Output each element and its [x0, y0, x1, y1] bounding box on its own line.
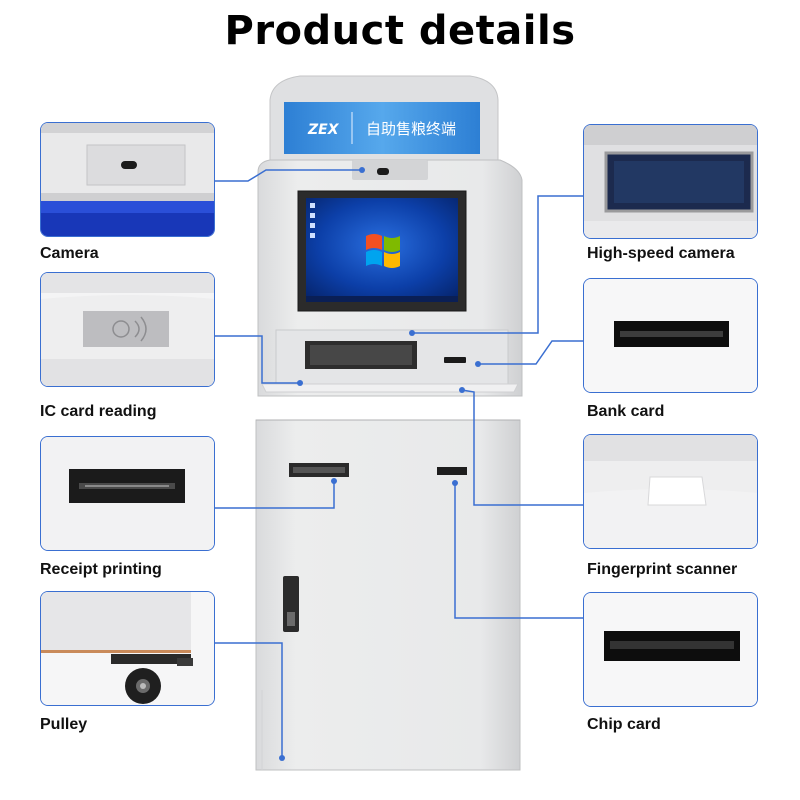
camera-lens: [377, 168, 389, 175]
banner-text: 自助售粮终端: [366, 120, 456, 138]
high-speed-camera-thumbnail: [583, 124, 758, 239]
windows-logo: [366, 234, 400, 268]
label-receipt: Receipt printing: [40, 561, 162, 578]
caster-wheel-detail-icon: [41, 592, 214, 705]
banner-logo: ZEX: [307, 122, 340, 138]
label-camera: Camera: [40, 245, 99, 262]
chip-card-thumbnail: [583, 592, 758, 707]
page-title: Product details: [224, 8, 576, 54]
chip-card-slot: [437, 467, 467, 475]
fingerprint-thumbnail: [583, 434, 758, 549]
label-ic-card: IC card reading: [40, 403, 157, 420]
ic-card-reader-detail-icon: [41, 273, 214, 386]
fingerprint-scanner-detail-icon: [584, 435, 757, 548]
label-chip-card: Chip card: [587, 716, 661, 733]
bank-card-slot-detail-icon: [584, 279, 757, 392]
kiosk-banner: [284, 102, 480, 154]
bank-card-slot: [444, 357, 466, 363]
receipt-printer-detail-icon: [41, 437, 214, 550]
camera-bar: [352, 160, 428, 180]
label-bank-card: Bank card: [587, 403, 665, 420]
high-speed-camera-detail-icon: [584, 125, 757, 238]
camera-detail-icon: [41, 123, 214, 236]
label-high-speed-camera: High-speed camera: [587, 245, 735, 262]
kiosk-cabinet: [255, 419, 521, 771]
ic-card-thumbnail: [40, 272, 215, 387]
label-pulley: Pulley: [40, 716, 88, 733]
bank-card-thumbnail: [583, 278, 758, 393]
receipt-thumbnail: [40, 436, 215, 551]
label-fingerprint: Fingerprint scanner: [587, 561, 738, 578]
chip-card-slot-detail-icon: [584, 593, 757, 706]
pulley-thumbnail: [40, 591, 215, 706]
shelf-ledge: [261, 383, 519, 393]
camera-thumbnail: [40, 122, 215, 237]
